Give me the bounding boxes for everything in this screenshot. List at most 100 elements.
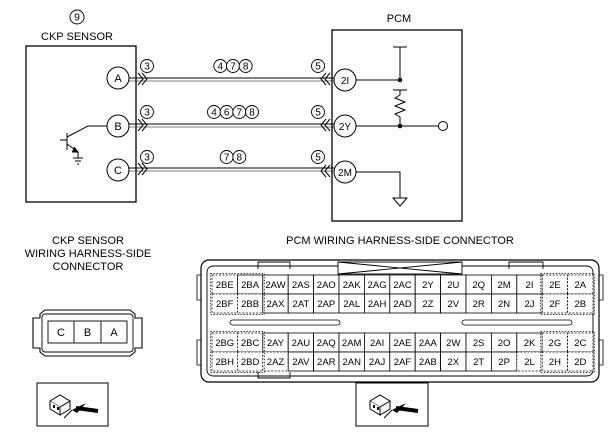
pcm-pin-2av: 2AV: [287, 351, 315, 372]
svg-text:4: 4: [211, 108, 217, 119]
svg-text:2AP: 2AP: [317, 299, 335, 310]
wires: [129, 72, 334, 178]
wire-2-right-connector-ref-5: 5: [311, 105, 325, 119]
pcm-pin-2g: 2G: [541, 332, 569, 353]
pcm-pin-2ac: 2AC: [389, 274, 416, 295]
ckp-connector-title-line2: WIRING HARNESS-SIDE: [25, 248, 152, 260]
pcm: PCM 2I 2Y 2M: [331, 13, 463, 222]
pcm-pin-2at: 2AT: [287, 293, 315, 314]
pcm-pin-2ah: 2AH: [363, 293, 391, 314]
svg-text:2AS: 2AS: [292, 280, 310, 291]
svg-text:2BH: 2BH: [215, 357, 234, 368]
pcm-pin-2v: 2V: [440, 293, 467, 314]
pcm-pin-2aa: 2AA: [414, 332, 442, 353]
svg-text:8: 8: [243, 62, 249, 73]
svg-text:2X: 2X: [447, 357, 459, 368]
svg-text:2AY: 2AY: [267, 338, 285, 349]
svg-text:2AH: 2AH: [368, 299, 387, 310]
svg-text:2W: 2W: [446, 338, 460, 349]
pcm-pin-2b: 2B: [567, 293, 594, 314]
ckp-sensor-title: CKP SENSOR: [41, 31, 113, 43]
pcm-pin-2u: 2U: [440, 274, 467, 295]
pcm-pin-2t: 2T: [465, 351, 492, 372]
pcm-pin-2x: 2X: [440, 351, 467, 372]
svg-text:2Q: 2Q: [472, 280, 485, 291]
pcm-pin-2ax: 2AX: [262, 293, 289, 314]
svg-text:2C: 2C: [574, 338, 586, 349]
wire-1-left-connector-ref-3: 3: [140, 59, 154, 73]
svg-text:3: 3: [144, 62, 150, 73]
pcm-pin-2w: 2W: [440, 332, 467, 353]
svg-text:2AT: 2AT: [293, 299, 310, 310]
pcm-pin-2af: 2AF: [389, 351, 416, 372]
wire-1-right-connector-ref-5: 5: [311, 59, 325, 73]
svg-text:2AA: 2AA: [419, 338, 438, 349]
svg-text:2S: 2S: [473, 338, 485, 349]
wire-3-left-connector-ref-3: 3: [140, 150, 154, 164]
wire-2-left-connector-ref-3: 3: [140, 105, 154, 119]
svg-text:2AU: 2AU: [292, 338, 311, 349]
svg-text:2AG: 2AG: [368, 280, 387, 291]
svg-text:2AC: 2AC: [393, 280, 412, 291]
svg-text:2AW: 2AW: [265, 280, 285, 291]
svg-text:8: 8: [237, 153, 243, 164]
svg-text:2Y: 2Y: [422, 280, 434, 291]
ckp-sensor: 9 CKP SENSOR A B C: [25, 9, 137, 203]
pcm-title: PCM: [387, 13, 411, 25]
svg-text:2AL: 2AL: [343, 299, 360, 310]
transistor-symbol: [60, 125, 107, 165]
pcm-pin-2i: 2I: [516, 274, 543, 295]
ckp-terminal-b: B: [106, 114, 130, 138]
svg-text:2BC: 2BC: [241, 338, 260, 349]
pcm-pin-2bb: 2BB: [236, 293, 264, 314]
wire-2-harness-ref-8: 8: [245, 105, 259, 119]
svg-text:7: 7: [230, 62, 236, 73]
ckp-connector-title-line1: CKP SENSOR: [52, 235, 124, 247]
pcm-pin-2ay: 2AY: [262, 332, 289, 353]
wire-1-harness-ref-7: 7: [226, 59, 240, 73]
svg-text:5: 5: [315, 62, 321, 73]
svg-text:2O: 2O: [498, 338, 511, 349]
svg-text:2N: 2N: [498, 299, 510, 310]
connector-view-icon: [36, 382, 109, 427]
svg-text:2T: 2T: [473, 357, 484, 368]
svg-text:4: 4: [218, 62, 224, 73]
pcm-pin-2bd: 2BD: [236, 351, 264, 372]
pcm-pin-2aw: 2AW: [262, 274, 289, 295]
svg-text:2U: 2U: [447, 280, 459, 291]
pcm-pin-2o: 2O: [490, 332, 518, 353]
svg-text:2M: 2M: [497, 280, 510, 291]
svg-text:2BF: 2BF: [216, 299, 234, 310]
svg-text:2V: 2V: [447, 299, 459, 310]
svg-text:2BA: 2BA: [241, 280, 260, 291]
pcm-pin-2ag: 2AG: [363, 274, 391, 295]
svg-text:2I: 2I: [526, 280, 534, 291]
svg-text:2AZ: 2AZ: [267, 357, 285, 368]
pcm-pin-2n: 2N: [490, 293, 518, 314]
svg-text:2H: 2H: [549, 357, 561, 368]
wire-1-harness-ref-8: 8: [238, 59, 253, 73]
svg-text:6: 6: [224, 108, 230, 119]
svg-text:2R: 2R: [473, 299, 485, 310]
pcm-pin-2bg: 2BG: [211, 332, 238, 353]
pcm-connector-housing: [200, 259, 600, 383]
pcm-terminal-2i: 2I: [333, 68, 357, 92]
pcm-pin-2m: 2M: [490, 274, 518, 295]
svg-text:2AX: 2AX: [267, 299, 286, 310]
svg-text:3: 3: [144, 108, 150, 119]
pcm-pin-2r: 2R: [465, 293, 492, 314]
pcm-pin-2az: 2AZ: [262, 351, 289, 372]
pcm-pin-2p: 2P: [490, 351, 518, 372]
pcm-pin-2a: 2A: [567, 274, 594, 295]
pcm-pin-2f: 2F: [541, 293, 569, 314]
pcm-connector-view-icon: [355, 382, 429, 427]
pcm-pin-2as: 2AS: [287, 274, 315, 295]
pcm-pin-2au: 2AU: [287, 332, 315, 353]
svg-text:2K: 2K: [524, 338, 536, 349]
pcm-pin-2aq: 2AQ: [313, 332, 340, 353]
svg-text:2E: 2E: [549, 280, 561, 291]
svg-text:5: 5: [315, 108, 321, 119]
